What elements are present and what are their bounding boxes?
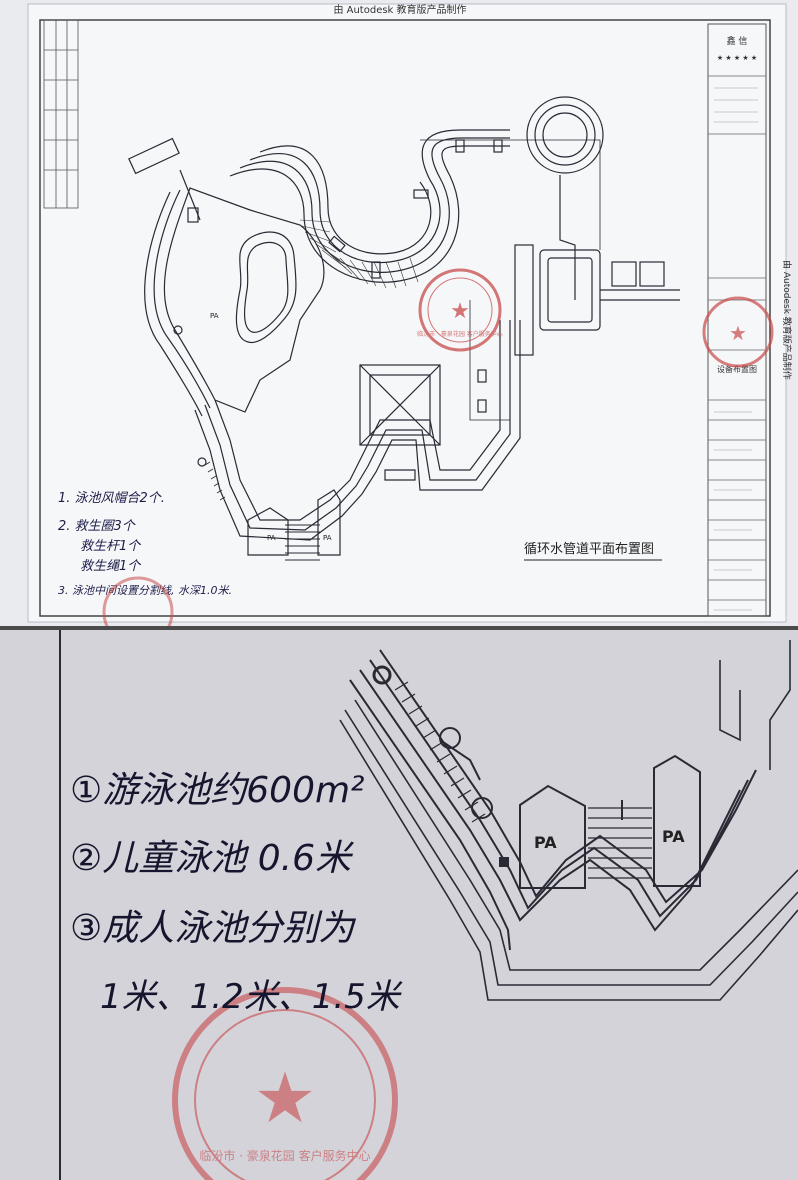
revision-strip <box>43 19 79 209</box>
svg-text:★: ★ <box>450 299 470 324</box>
note-line-5: 3. 泳池中间设置分割线, 水深1.0米. <box>58 584 232 597</box>
pa-label-center: PA <box>210 312 219 320</box>
svg-text:★: ★ <box>254 1057 317 1139</box>
autodesk-side-stamp: 由 Autodesk 教育版产品制作 <box>781 260 793 380</box>
autodesk-header-stamp: 由 Autodesk 教育版产品制作 <box>333 3 466 16</box>
closeup-plan <box>339 640 798 1001</box>
closeup-red-seal: ★ 临汾市 · 豪泉花园 客户服务中心 <box>172 987 398 1180</box>
handwritten-notes-bottom: ①游泳池约600m² ②儿童泳池 0.6米 ③成人泳池分别为 1米、1.2米、1… <box>70 770 403 1017</box>
note-line-2: 2. 救生圈3个 <box>58 519 137 534</box>
title-block: 鑫 信 ★ ★ ★ ★ ★ 设备布置图 <box>707 23 767 617</box>
note-line-4: 救生绳1个 <box>80 559 142 574</box>
paper-sheet <box>27 3 787 623</box>
red-seal-title-block: ★ <box>702 296 774 368</box>
note-line-1: 1. 泳池风帽合2个. <box>58 491 165 506</box>
bottom-closeup-photo: PA PA ★ 临汾市 · 豪泉花园 客户服务中心 ①游泳池约600m² ②儿童… <box>0 630 798 1180</box>
closeup-pa-right: PA <box>662 827 685 846</box>
hatched-wall <box>204 461 226 501</box>
photo-divider <box>0 626 798 630</box>
svg-text:鑫 信: 鑫 信 <box>727 35 748 47</box>
note-line-3: 救生杆1个 <box>80 539 142 554</box>
title-block-stars: ★ ★ ★ ★ ★ <box>717 54 757 62</box>
red-seal-bottom-left <box>102 576 174 626</box>
closeup-pa-left: PA <box>534 833 557 852</box>
title-block-sheet-name: 设备布置图 <box>717 364 757 374</box>
drawing-title: 循环水管道平面布置图 <box>524 542 654 557</box>
top-blueprint-photo: 由 Autodesk 教育版产品制作 鑫 信 ★ ★ ★ ★ ★ <box>0 0 798 626</box>
pa-label-right: PA <box>323 534 332 542</box>
closeup-note-2: ②儿童泳池 0.6米 <box>70 838 355 879</box>
blueprint-drawing: 由 Autodesk 教育版产品制作 鑫 信 ★ ★ ★ ★ ★ <box>27 3 793 626</box>
closeup-note-1: ①游泳池约600m² <box>70 770 365 811</box>
closeup-note-4: 1米、1.2米、1.5米 <box>100 977 403 1017</box>
closeup-drawing: PA PA ★ 临汾市 · 豪泉花园 客户服务中心 ①游泳池约600m² ②儿童… <box>0 630 798 1180</box>
handwritten-notes-top: 1. 泳池风帽合2个. 2. 救生圈3个 救生杆1个 救生绳1个 3. 泳池中间… <box>58 491 232 597</box>
pa-label-left: PA <box>267 534 276 542</box>
seal-center-text: 临汾市 · 豪泉花园 客户服务中心 <box>417 330 503 338</box>
closeup-note-3: ③成人泳池分别为 <box>70 908 356 949</box>
svg-text:★: ★ <box>729 321 747 345</box>
stair-hatch <box>299 219 419 289</box>
red-seal-center: ★ 临汾市 · 豪泉花园 客户服务中心 <box>417 268 503 352</box>
closeup-hatch <box>394 681 486 823</box>
closeup-seal-text: 临汾市 · 豪泉花园 客户服务中心 <box>199 1148 370 1163</box>
